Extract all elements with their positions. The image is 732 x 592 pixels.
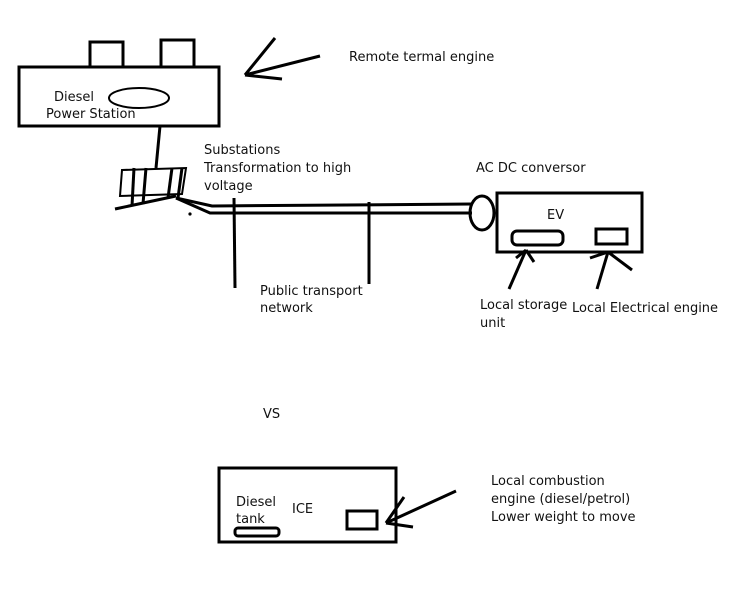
combustion-label-3: Lower weight to move <box>491 510 636 525</box>
combustion-label-1: Local combustion <box>491 474 605 489</box>
storage-arrow <box>507 248 536 290</box>
pole-left <box>232 197 237 289</box>
remote-engine-label: Remote termal engine <box>349 50 495 65</box>
vs-label: VS <box>263 407 281 422</box>
diesel-tank <box>233 526 281 538</box>
transformation-label-2: voltage <box>204 179 253 194</box>
power-station <box>17 38 221 128</box>
ice-vehicle <box>217 466 398 544</box>
engine-arrow <box>589 250 633 290</box>
local-storage-label-1: Local storage <box>480 298 568 313</box>
diesel-label: Diesel <box>54 90 95 105</box>
ac-dc-converter <box>468 194 496 232</box>
public-transport-label-2: network <box>260 301 313 316</box>
transformation-label-1: Transformation to high <box>204 161 352 176</box>
ev-vehicle <box>495 191 644 254</box>
chimney-right <box>159 38 196 69</box>
transmission-line <box>175 196 473 289</box>
electric-engine <box>594 227 629 246</box>
diesel-tank-label-2: tank <box>236 512 265 527</box>
power-station-label: Power Station <box>46 107 136 122</box>
ev-label: EV <box>547 208 565 223</box>
combustion-label-2: engine (diesel/petrol) <box>491 492 631 507</box>
diesel-tank-label-1: Diesel <box>236 495 277 510</box>
station-generator <box>108 87 170 109</box>
ice-label: ICE <box>292 502 314 517</box>
combustion-engine <box>345 509 379 531</box>
remote-engine-arrow <box>243 37 321 81</box>
public-transport-label-1: Public transport <box>260 284 363 299</box>
storage-unit <box>510 229 565 247</box>
local-electrical-engine-label: Local Electrical engine <box>572 301 719 316</box>
substation <box>114 166 192 216</box>
substations-label: Substations <box>204 143 281 158</box>
local-storage-label-2: unit <box>480 316 506 331</box>
combustion-arrow <box>384 489 457 529</box>
chimney-left <box>88 40 125 69</box>
ac-dc-label: AC DC conversor <box>476 161 586 176</box>
station-feed-line <box>154 125 162 169</box>
